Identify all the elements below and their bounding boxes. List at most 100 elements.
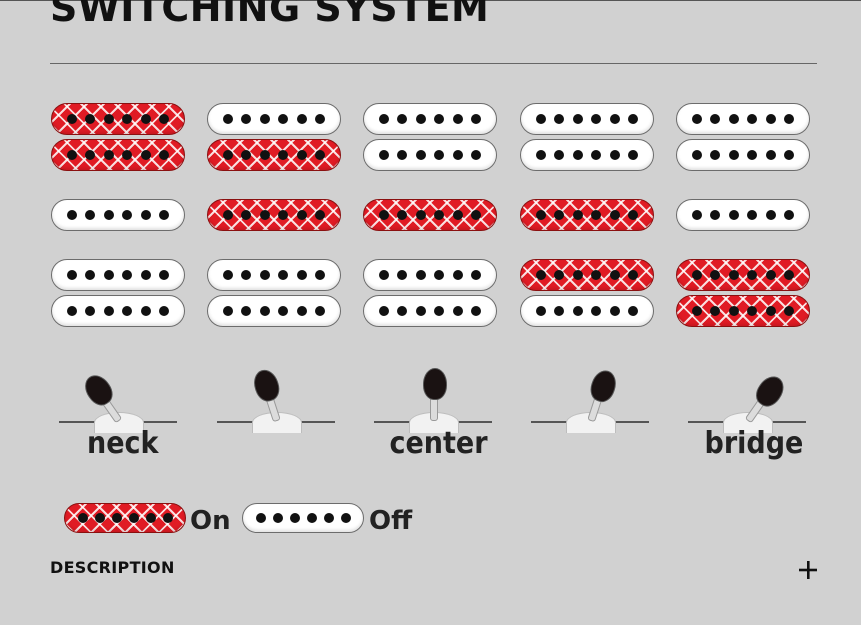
pole-piece <box>66 150 77 160</box>
pole-piece <box>554 306 565 316</box>
pole-piece <box>140 270 151 280</box>
pole-piece <box>691 270 702 280</box>
pole-piece <box>554 270 565 280</box>
pole-piece <box>315 306 326 316</box>
pole-piece <box>278 306 289 316</box>
pole-piece <box>434 114 445 124</box>
pole-piece <box>415 306 426 316</box>
humbucker-coil-off <box>207 295 341 327</box>
pole-piece <box>66 114 77 124</box>
pole-piece <box>259 210 270 220</box>
pole-piece <box>784 306 795 316</box>
pole-piece <box>535 150 546 160</box>
single-coil-on <box>207 199 341 231</box>
pole-piece <box>296 150 307 160</box>
switch-knob-icon <box>423 368 447 400</box>
pole-piece <box>122 150 133 160</box>
pole-piece <box>85 150 96 160</box>
humbucker-coil-off <box>520 103 654 135</box>
pole-piece <box>452 270 463 280</box>
humbucker-coil-off <box>676 103 810 135</box>
pole-piece <box>747 306 758 316</box>
legend-on-label: On <box>190 506 231 536</box>
pole-piece <box>765 210 776 220</box>
pole-piece <box>728 210 739 220</box>
single-coil-on <box>363 199 497 231</box>
single-coil-off <box>51 199 185 231</box>
pole-piece <box>289 513 300 523</box>
pole-piece <box>554 210 565 220</box>
pole-piece <box>471 306 482 316</box>
pole-piece <box>747 114 758 124</box>
pole-piece <box>159 270 170 280</box>
pole-piece <box>241 210 252 220</box>
pole-piece <box>315 210 326 220</box>
pole-piece <box>397 150 408 160</box>
pole-piece <box>434 270 445 280</box>
pole-piece <box>397 270 408 280</box>
pole-piece <box>159 150 170 160</box>
pole-piece <box>378 270 389 280</box>
humbucker-coil-off <box>363 259 497 291</box>
pole-piece <box>434 210 445 220</box>
pole-piece <box>535 306 546 316</box>
single-coil-off <box>676 199 810 231</box>
pole-piece <box>765 306 776 316</box>
pole-piece <box>784 150 795 160</box>
pole-piece <box>434 306 445 316</box>
humbucker-coil-on <box>676 259 810 291</box>
pole-piece <box>140 114 151 124</box>
pole-piece <box>278 270 289 280</box>
pole-piece <box>691 306 702 316</box>
humbucker-coil-on <box>51 139 185 171</box>
pole-piece <box>609 150 620 160</box>
pole-piece <box>241 114 252 124</box>
pole-piece <box>765 114 776 124</box>
pole-piece <box>103 270 114 280</box>
switch-knob-icon <box>587 367 620 406</box>
pole-piece <box>747 150 758 160</box>
plus-icon[interactable] <box>797 559 819 581</box>
title-divider <box>50 63 817 64</box>
pole-piece <box>415 114 426 124</box>
pole-piece <box>222 306 233 316</box>
pole-piece <box>591 150 602 160</box>
humbucker-coil-off <box>363 103 497 135</box>
pole-piece <box>471 150 482 160</box>
humbucker-coil-on <box>51 103 185 135</box>
pole-piece <box>628 270 639 280</box>
pole-piece <box>415 210 426 220</box>
pole-piece <box>572 306 583 316</box>
pole-piece <box>535 210 546 220</box>
pole-piece <box>259 150 270 160</box>
pole-piece <box>452 114 463 124</box>
pole-piece <box>140 150 151 160</box>
pole-piece <box>452 306 463 316</box>
pole-piece <box>378 306 389 316</box>
pole-piece <box>66 270 77 280</box>
pole-piece <box>162 513 173 523</box>
pole-piece <box>241 150 252 160</box>
pole-piece <box>710 150 721 160</box>
pole-piece <box>103 150 114 160</box>
pole-piece <box>710 210 721 220</box>
pole-piece <box>241 306 252 316</box>
pole-piece <box>728 114 739 124</box>
pole-piece <box>572 114 583 124</box>
pole-piece <box>471 114 482 124</box>
pole-piece <box>66 210 77 220</box>
section-title: SWITCHING SYSTEM <box>50 0 490 30</box>
pole-piece <box>296 114 307 124</box>
pole-piece <box>452 150 463 160</box>
pole-piece <box>122 306 133 316</box>
pole-piece <box>296 210 307 220</box>
pole-piece <box>609 270 620 280</box>
pole-piece <box>609 210 620 220</box>
description-toggle-label[interactable]: DESCRIPTION <box>50 558 175 577</box>
pole-piece <box>691 210 702 220</box>
pole-piece <box>628 150 639 160</box>
humbucker-coil-off <box>363 139 497 171</box>
pole-piece <box>315 114 326 124</box>
pole-piece <box>278 210 289 220</box>
humbucker-coil-off <box>207 259 341 291</box>
